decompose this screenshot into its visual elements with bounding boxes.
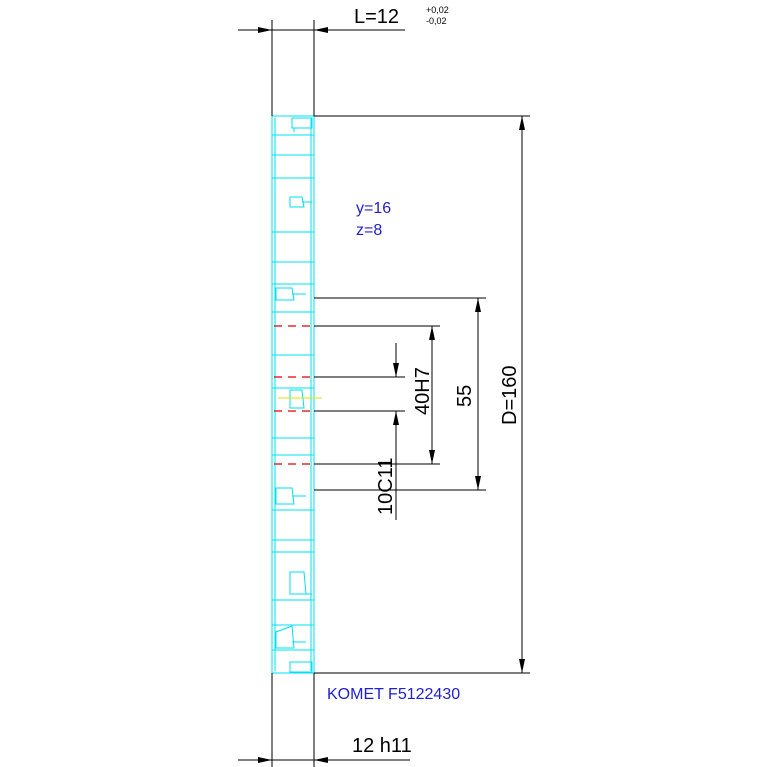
tooth-insert-2 bbox=[289, 196, 312, 208]
dimension-lines bbox=[238, 20, 530, 767]
tooth-insert-3 bbox=[275, 287, 306, 301]
bottom-width-label: 12 h11 bbox=[352, 735, 412, 757]
tooth-insert-7 bbox=[275, 625, 306, 649]
part-number-note: KOMET F5122430 bbox=[327, 686, 460, 703]
tooth-insert-5 bbox=[275, 487, 306, 505]
tooth-insert-6 bbox=[289, 571, 312, 595]
diameter-label: D=160 bbox=[499, 366, 521, 426]
keyway-label: 10C11 bbox=[375, 458, 397, 515]
tooth-insert-4 bbox=[289, 389, 312, 409]
cutter-body bbox=[271, 115, 315, 674]
teeth-pitch-note: y=16 bbox=[356, 200, 391, 217]
hub-label: 55 bbox=[454, 385, 476, 407]
teeth-count-note: z=8 bbox=[356, 222, 382, 239]
hidden-lines bbox=[274, 325, 314, 465]
arrowheads bbox=[258, 27, 525, 763]
tooth-insert-8 bbox=[289, 661, 313, 673]
bore-label: 40H7 bbox=[412, 367, 434, 415]
width-tolerance-upper: +0,02 bbox=[426, 5, 449, 15]
width-tolerance-lower: -0,02 bbox=[426, 16, 447, 26]
cutter-outline bbox=[271, 115, 315, 674]
width-label: L=12 bbox=[354, 6, 399, 28]
tooth-insert-1 bbox=[291, 117, 313, 132]
